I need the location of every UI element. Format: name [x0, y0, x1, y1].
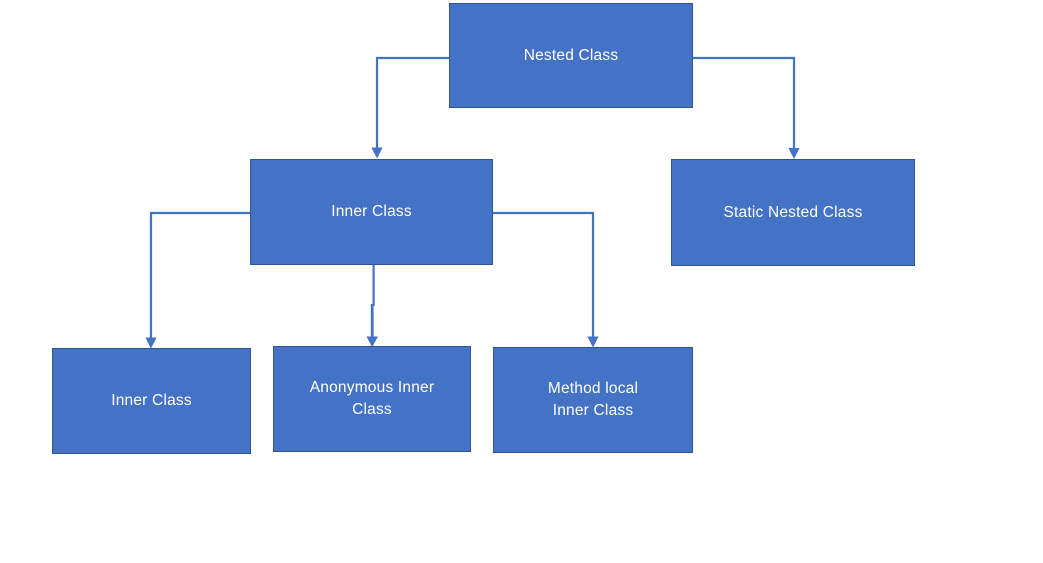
node-inner-class: Inner Class	[250, 159, 493, 265]
node-nested-class: Nested Class	[449, 3, 693, 108]
node-static-nested-class-label: Static Nested Class	[723, 203, 863, 221]
node-method-local-inner-class-label: Method local Inner Class	[547, 380, 639, 419]
edge-inner-to-inner-child	[145, 211, 250, 349]
node-method-local-inner-class: Method local Inner Class	[493, 347, 693, 453]
node-inner-class-child-label: Inner Class	[111, 392, 192, 410]
node-nested-class-label: Nested Class	[523, 46, 619, 64]
edge-inner-to-anonymous	[366, 265, 378, 347]
node-inner-class-label: Inner Class	[331, 203, 412, 221]
node-anonymous-inner-class: Anonymous Inner Class	[273, 346, 471, 452]
node-static-nested-class: Static Nested Class	[671, 159, 915, 266]
node-anonymous-inner-class-label: Anonymous Inner Class	[309, 379, 435, 418]
edge-inner-to-method-local	[493, 211, 599, 348]
node-inner-class-child: Inner Class	[52, 348, 251, 454]
edge-root-to-static-nested	[693, 56, 800, 159]
edge-root-to-inner	[371, 56, 449, 159]
